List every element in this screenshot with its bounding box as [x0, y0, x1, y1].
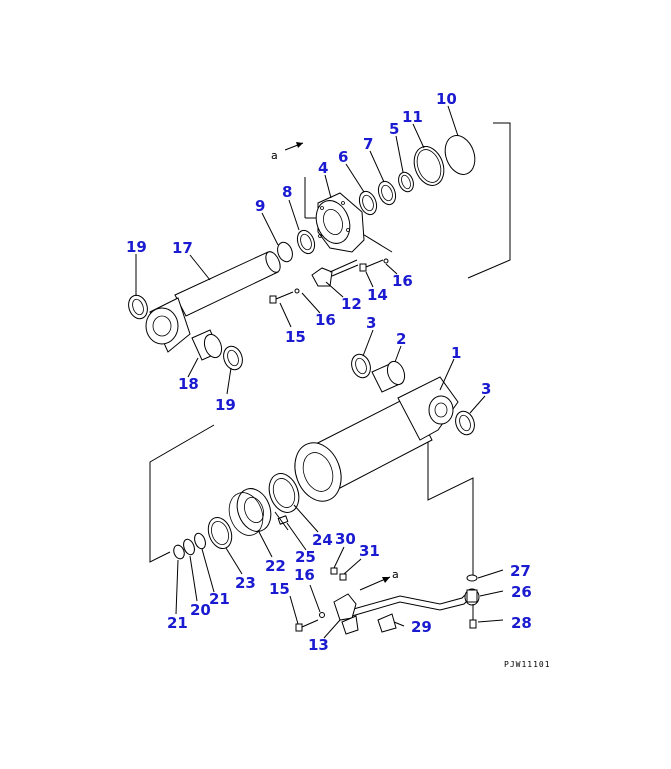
- callout-15-upper: 15: [285, 328, 306, 346]
- callout-4: 4: [318, 159, 328, 177]
- arrow-label-top: a: [271, 149, 278, 162]
- callout-1: 1: [451, 344, 461, 362]
- callout-7: 7: [363, 135, 373, 153]
- callout-8: 8: [282, 183, 292, 201]
- callout-5: 5: [389, 120, 399, 138]
- section-arrow-bottom: a: [359, 568, 399, 591]
- callout-labels: 10 11 5 7 6 4 8 9 17 19 16 14 12 16 15 3…: [126, 90, 532, 654]
- part-2-bushing: [371, 360, 406, 393]
- part-23-ring: [207, 517, 233, 549]
- callout-17: 17: [172, 239, 193, 257]
- part-24-ring: [268, 473, 300, 513]
- callout-20: 20: [190, 601, 211, 619]
- part-3-dust-seal-right: [455, 410, 475, 436]
- part-3-dust-seal-top: [351, 353, 371, 379]
- callout-19-lower: 19: [215, 396, 236, 414]
- callout-26: 26: [511, 583, 532, 601]
- part-21-ring-lower: [173, 544, 185, 560]
- part-14-bolt: [359, 258, 389, 272]
- callout-3-right: 3: [481, 380, 491, 398]
- part-4-cylinder-head: [315, 192, 365, 253]
- part-10-o-ring: [444, 135, 476, 175]
- part-30-nut: [330, 567, 338, 575]
- gland-assembly: a: [128, 122, 511, 371]
- callout-30: 30: [335, 530, 356, 548]
- callout-10: 10: [436, 90, 457, 108]
- part-31-nut: [339, 573, 347, 581]
- callout-18: 18: [178, 375, 199, 393]
- part-9-ring: [277, 241, 293, 263]
- part-28-bolt: [469, 604, 477, 629]
- callout-2: 2: [396, 330, 406, 348]
- callout-28: 28: [511, 614, 532, 632]
- callout-24: 24: [312, 531, 333, 549]
- callout-13: 13: [308, 636, 329, 654]
- part-13-clamp: [333, 593, 359, 635]
- callout-15-lower: 15: [269, 580, 290, 598]
- callout-6: 6: [338, 148, 348, 166]
- cylinder-assembly: a: [149, 353, 480, 635]
- callout-11: 11: [402, 108, 423, 126]
- callout-14: 14: [367, 286, 388, 304]
- callout-29: 29: [411, 618, 432, 636]
- callout-19-upper: 19: [126, 238, 147, 256]
- part-1-cylinder-tube: [294, 376, 459, 502]
- part-26-pipe: [349, 588, 480, 617]
- callout-22: 22: [265, 557, 286, 575]
- callout-25: 25: [295, 548, 316, 566]
- part-12-clamp: [311, 259, 359, 287]
- callout-12: 12: [341, 295, 362, 313]
- callout-16-mid: 16: [315, 311, 336, 329]
- part-21-ring-upper: [194, 532, 206, 550]
- part-8-ring: [296, 229, 316, 255]
- arrow-label-bottom: a: [392, 568, 399, 581]
- part-11-backup-ring: [413, 146, 445, 186]
- part-18-bushing: [191, 329, 223, 361]
- callout-16-right: 16: [392, 272, 413, 290]
- callout-21-lower: 21: [167, 614, 188, 632]
- part-29-clamp: [377, 613, 397, 633]
- part-15-bolt-lower: [295, 619, 319, 632]
- part-19-dust-seal-upper: [128, 294, 148, 320]
- leader-lines: [135, 105, 504, 639]
- part-27-o-ring: [466, 574, 478, 582]
- part-16-washer-lower: [319, 612, 325, 618]
- callout-27: 27: [510, 562, 531, 580]
- section-arrow-top: a: [271, 142, 304, 162]
- part-5-bushing: [398, 171, 414, 193]
- callout-3-top: 3: [366, 314, 376, 332]
- part-25-set-screw: [274, 511, 289, 531]
- part-17-piston-rod: [145, 251, 281, 353]
- part-7-seal: [377, 180, 397, 206]
- part-22-piston: [228, 488, 272, 536]
- callout-16-lower: 16: [294, 566, 315, 584]
- part-19-dust-seal-lower: [223, 345, 243, 371]
- callout-31: 31: [359, 542, 380, 560]
- drawing-code: PJW11101: [504, 660, 551, 669]
- part-15-bolt-upper: [269, 288, 300, 304]
- callout-9: 9: [255, 197, 265, 215]
- callout-21-upper: 21: [209, 590, 230, 608]
- callout-23: 23: [235, 574, 256, 592]
- part-20-ring: [183, 538, 195, 556]
